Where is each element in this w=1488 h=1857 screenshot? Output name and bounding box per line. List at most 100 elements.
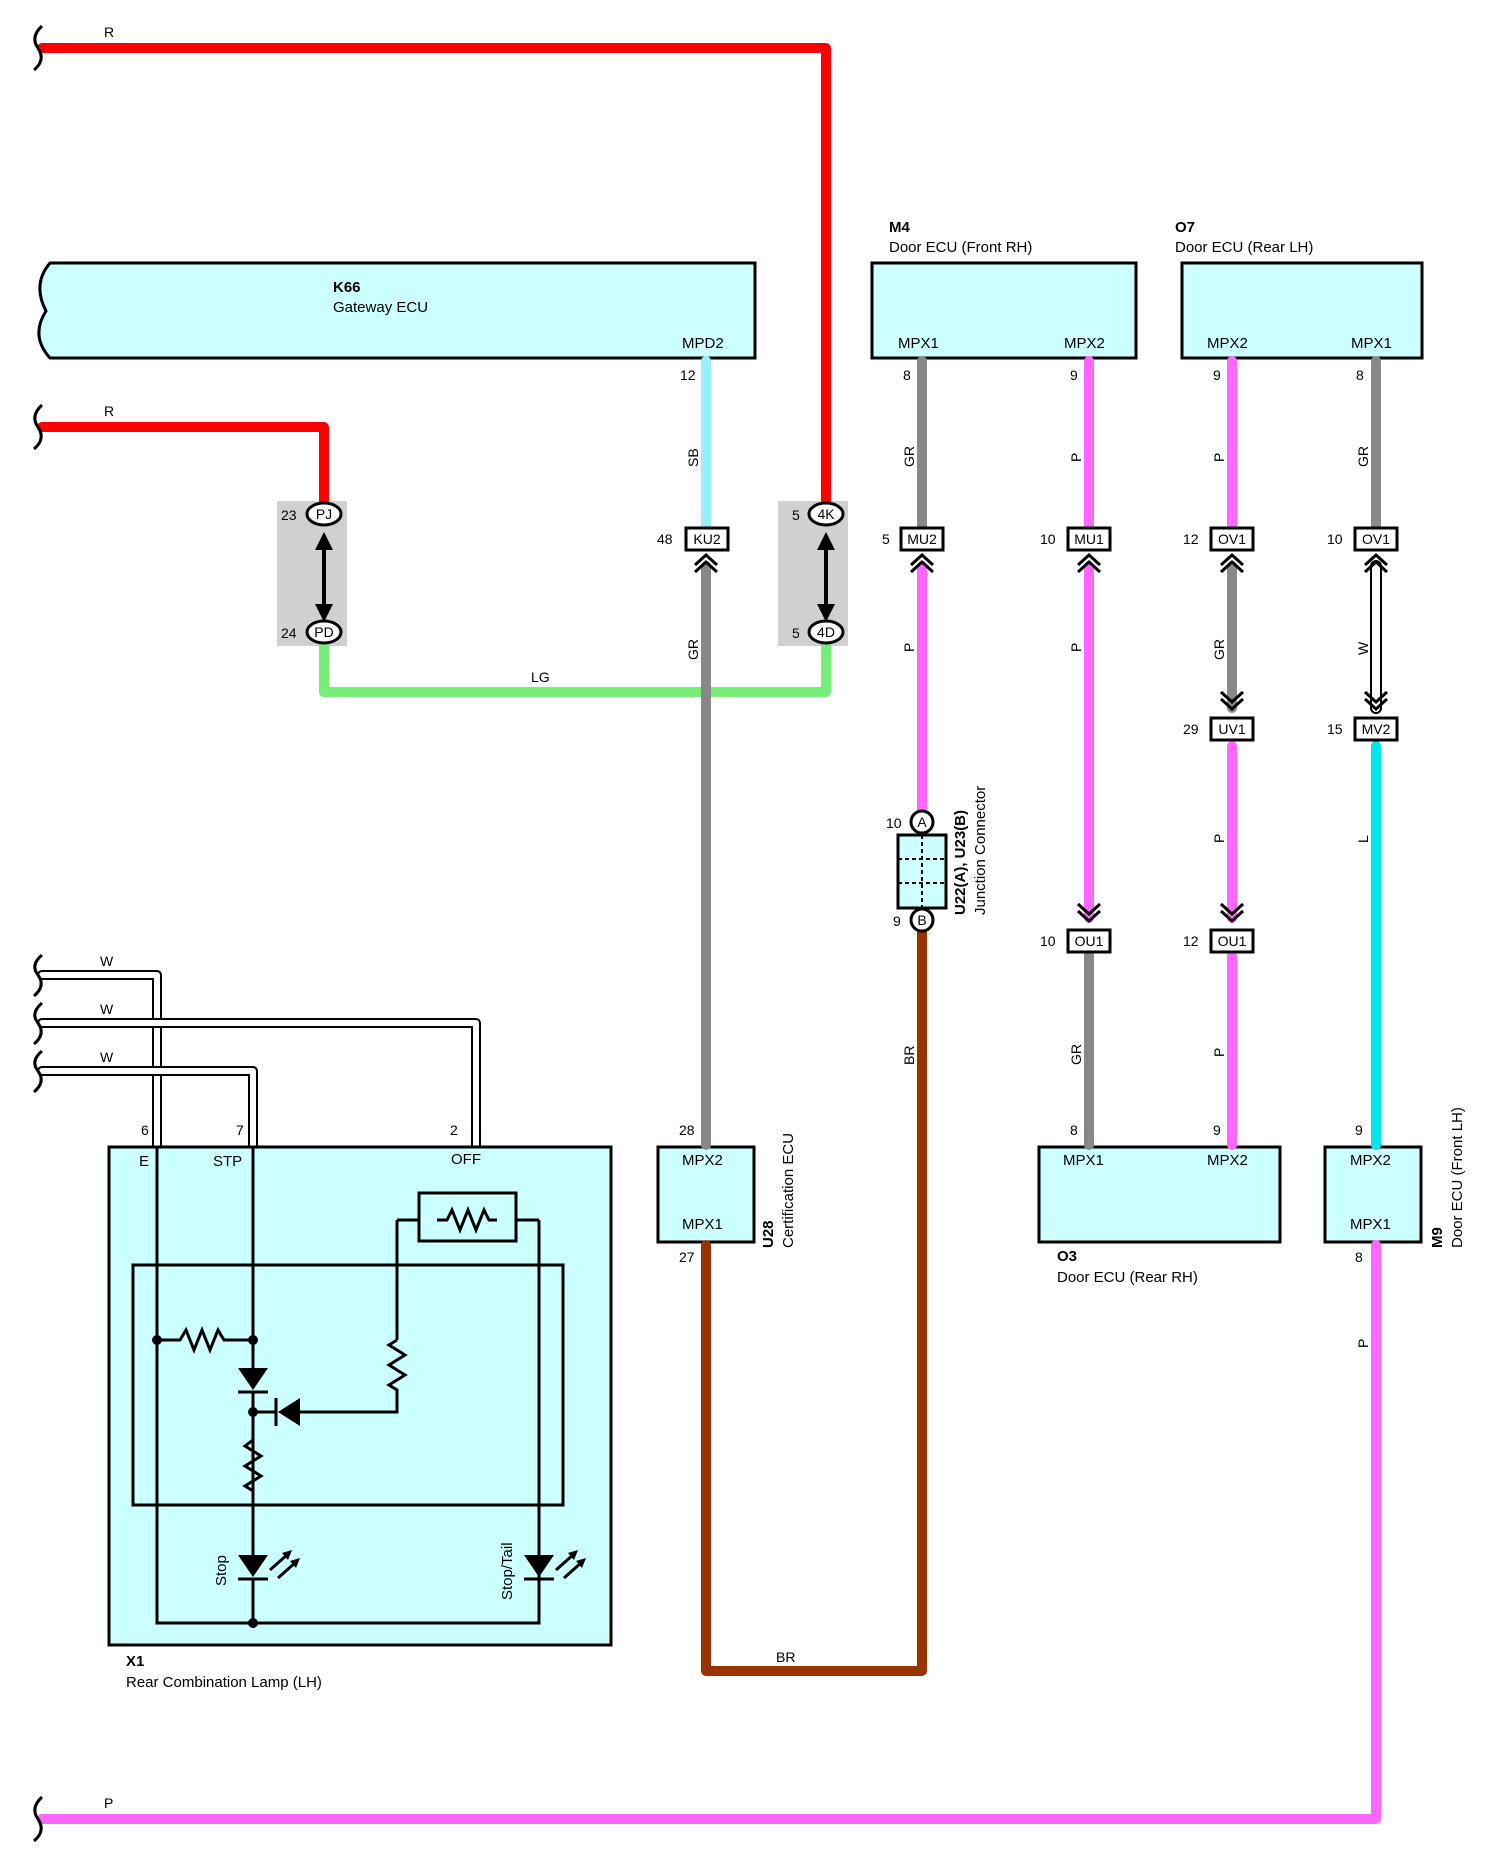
label-gr-o7b: GR: [1355, 446, 1371, 467]
joint-connector-pj-pd: [277, 501, 347, 646]
wires: [37, 43, 1382, 1824]
svg-text:MU2: MU2: [907, 531, 937, 547]
label-p-mu1-low: P: [1068, 643, 1084, 652]
u28-mpx1-no: 27: [679, 1249, 695, 1265]
door-ecu-m4: M4 Door ECU (Front RH) MPX1 MPX2 8 9: [870, 219, 1138, 383]
m9-mpx1-no: 8: [1355, 1249, 1363, 1265]
svg-text:PD: PD: [314, 624, 333, 640]
svg-text:OU1: OU1: [1075, 933, 1104, 949]
svg-text:OV1: OV1: [1218, 531, 1246, 547]
svg-text:24: 24: [281, 625, 297, 641]
svg-text:29: 29: [1183, 721, 1199, 737]
stop-led: [238, 1550, 300, 1581]
connector-ov1-10: OV1 10: [1327, 526, 1399, 574]
o7-id: O7: [1175, 219, 1195, 236]
junction-connector-u22-u23: A 10 B 9 U22(A), U23(B) Junction Connect…: [886, 786, 989, 933]
label-sb: SB: [685, 448, 701, 467]
label-gr-o3: GR: [1068, 1044, 1084, 1065]
label-w-mv: W: [1355, 641, 1371, 655]
svg-text:OU1: OU1: [1218, 933, 1247, 949]
u28-name: Certification ECU: [780, 1133, 797, 1248]
x1-stp-no: 7: [236, 1122, 244, 1138]
certification-ecu-u28: MPX2 MPX1 28 27 U28 Certification ECU: [656, 1122, 797, 1265]
o7-mpx2-no: 9: [1213, 367, 1221, 383]
svg-text:5: 5: [792, 625, 800, 641]
label-w3: W: [100, 1049, 114, 1065]
label-p-m4: P: [901, 643, 917, 652]
connector-ou1-10: OU1 10: [1040, 902, 1112, 954]
label-gr-o7: GR: [1211, 639, 1227, 660]
o7-pin-mpx1: MPX1: [1351, 335, 1392, 352]
connector-pj: PJ 23: [281, 501, 343, 527]
m9-name: Door ECU (Front LH): [1449, 1107, 1466, 1248]
x1-pin-e: E: [139, 1153, 149, 1170]
x1-pin-off: OFF: [451, 1151, 481, 1168]
connector-pd: PD 24: [281, 619, 343, 645]
svg-text:MV2: MV2: [1362, 721, 1391, 737]
label-p-mu1: P: [1068, 453, 1084, 462]
label-br-v: BR: [901, 1046, 917, 1065]
m9-mpx2-no: 9: [1355, 1122, 1363, 1138]
x1-stoptail-label: Stop/Tail: [499, 1542, 516, 1600]
o3-pin-mpx2: MPX2: [1207, 1152, 1248, 1169]
svg-text:10: 10: [1327, 531, 1343, 547]
label-w2: W: [100, 1001, 114, 1017]
connector-ov1-12: OV1 12: [1183, 526, 1255, 574]
door-ecu-o7: O7 Door ECU (Rear LH) MPX2 MPX1 9 8: [1175, 219, 1424, 383]
svg-text:4K: 4K: [817, 506, 835, 522]
connector-mu1: MU1 10: [1040, 526, 1112, 574]
o3-pin-mpx1: MPX1: [1063, 1152, 1104, 1169]
label-w1: W: [100, 953, 114, 969]
k66-id: K66: [333, 279, 361, 296]
door-ecu-o3: MPX1 MPX2 8 9 O3 Door ECU (Rear RH): [1037, 1122, 1282, 1286]
connector-mu2: MU2 5: [882, 526, 945, 574]
x1-e-no: 6: [141, 1122, 149, 1138]
label-l-mv: L: [1355, 835, 1371, 843]
wire-r-mid: [37, 422, 329, 517]
label-p-bottom: P: [104, 1795, 113, 1811]
m4-mpx2-no: 9: [1070, 367, 1078, 383]
svg-text:48: 48: [657, 531, 673, 547]
wire-r-top: [37, 43, 831, 517]
svg-text:PJ: PJ: [316, 506, 332, 522]
label-gr-u28: GR: [685, 639, 701, 660]
k66-name: Gateway ECU: [333, 299, 428, 316]
m4-pin-mpx2: MPX2: [1064, 335, 1105, 352]
joint-arrows: [315, 532, 835, 622]
wire-lg: [319, 627, 831, 697]
o3-id: O3: [1057, 1248, 1077, 1265]
label-lg: LG: [531, 669, 550, 685]
u22-label: U22(A), U23(B): [952, 810, 969, 915]
u22-name: Junction Connector: [972, 786, 989, 915]
inline-connectors: PJ 23 PD 24 4K 5 4D 5 KU2 48 MU2 5: [281, 501, 1399, 954]
label-p-o7: P: [1211, 453, 1227, 462]
m4-mpx1-no: 8: [903, 367, 911, 383]
o3-mpx2-no: 9: [1213, 1122, 1221, 1138]
x1-pin-stp: STP: [213, 1153, 242, 1170]
rear-combination-lamp-x1: 6 7 2 E STP OFF X1 Rear Combination Lamp…: [107, 1122, 613, 1691]
u28-pin-mpx1: MPX1: [682, 1216, 723, 1233]
u28-id: U28: [760, 1220, 777, 1248]
svg-text:4D: 4D: [817, 624, 835, 640]
u22-b: B: [917, 912, 926, 928]
connector-mv2: MV2 15: [1327, 690, 1399, 742]
m9-pin-mpx1: MPX1: [1350, 1216, 1391, 1233]
svg-text:UV1: UV1: [1218, 721, 1245, 737]
svg-text:OV1: OV1: [1362, 531, 1390, 547]
k66-pin-mpd2: MPD2: [682, 335, 724, 352]
x1-off-no: 2: [450, 1122, 458, 1138]
label-p-uv1: P: [1211, 834, 1227, 843]
o7-name: Door ECU (Rear LH): [1175, 239, 1313, 256]
svg-text:10: 10: [1040, 531, 1056, 547]
label-p-ou1: P: [1211, 1048, 1227, 1057]
svg-text:12: 12: [1183, 531, 1199, 547]
u22-b-no: 9: [893, 913, 901, 929]
u28-pin-mpx2: MPX2: [682, 1152, 723, 1169]
u22-a: A: [917, 814, 927, 830]
svg-text:MU1: MU1: [1074, 531, 1104, 547]
connector-ku2: KU2 48: [657, 526, 730, 574]
svg-text:10: 10: [1040, 933, 1056, 949]
label-r-top: R: [104, 24, 114, 40]
m4-name: Door ECU (Front RH): [889, 239, 1032, 256]
